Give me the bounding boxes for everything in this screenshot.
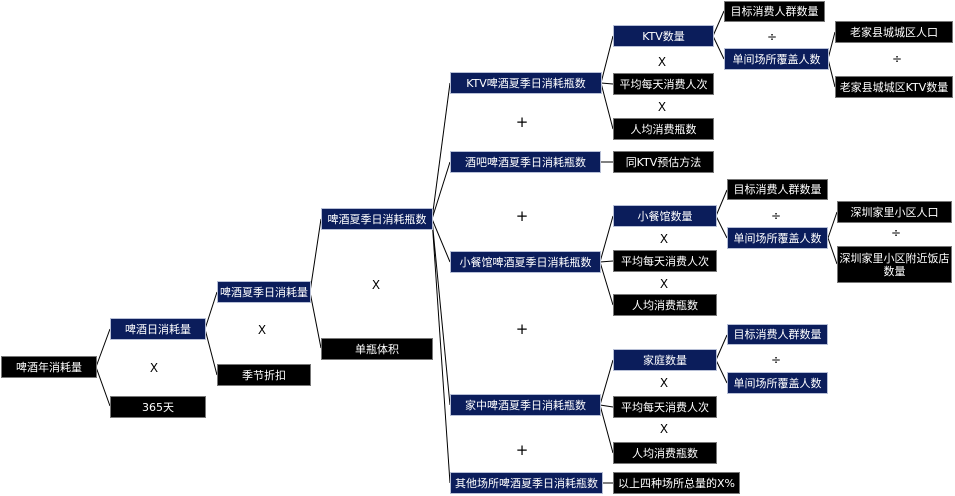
node-ktv-venue-coverage: 单间场所覆盖人数 [724,48,829,70]
node-restaurant-avg-bottles: 人均消费瓶数 [613,294,717,316]
op-times: X [659,277,669,291]
node-annual-consumption: 啤酒年消耗量 [1,356,97,378]
node-home-avg-bottles: 人均消费瓶数 [613,442,717,464]
node-restaurant-target-population: 目标消费人群数量 [727,179,828,200]
node-ktv-county-ktv-count: 老家县城城区KTV数量 [835,76,953,98]
op-times: X [257,323,267,337]
node-ktv-county-population: 老家县城城区人口 [835,21,953,43]
node-365-days: 365天 [110,396,206,418]
op-times: X [149,361,159,375]
node-daily-consumption: 啤酒日消耗量 [110,318,206,340]
node-home-venue-coverage: 单间场所覆盖人数 [727,372,828,394]
node-ktv-count: KTV数量 [613,25,714,47]
node-summer-daily-bottles: 啤酒夏季日消耗瓶数 [321,208,433,230]
node-other-bottles: 其他场所啤酒夏季日消耗瓶数 [450,472,603,494]
node-season-discount: 季节折扣 [217,364,311,386]
node-bar-bottles: 酒吧啤酒夏季日消耗瓶数 [450,151,601,173]
op-divide: ÷ [770,353,782,367]
node-restaurant-count: 小餐馆数量 [613,205,717,227]
op-divide: ÷ [766,30,778,44]
node-ktv-target-population: 目标消费人群数量 [724,1,825,22]
op-times: X [659,376,669,390]
node-home-count: 家庭数量 [613,349,717,371]
node-restaurant-community-population: 深圳家里小区人口 [837,201,952,223]
op-divide: ÷ [891,52,903,66]
op-plus: + [515,441,529,459]
node-other-share: 以上四种场所总量的X% [613,472,740,494]
node-home-avg-visits: 平均每天消费人次 [613,396,717,418]
node-bar-method: 同KTV预估方法 [613,151,714,173]
op-plus: + [515,207,529,225]
node-home-bottles: 家中啤酒夏季日消耗瓶数 [450,394,601,416]
op-times: X [657,100,667,114]
node-ktv-avg-visits: 平均每天消费人次 [613,73,714,95]
op-times: X [371,278,381,292]
node-restaurant-nearby-count: 深圳家里小区附近饭店数量 [837,246,952,283]
node-restaurant-avg-visits: 平均每天消费人次 [613,250,717,272]
op-times: X [657,55,667,69]
node-summer-daily-consumption: 啤酒夏季日消耗量 [217,281,311,303]
node-restaurant-venue-coverage: 单间场所覆盖人数 [727,227,828,249]
node-home-target-population: 目标消费人群数量 [727,324,828,345]
node-ktv-avg-bottles: 人均消费瓶数 [613,118,714,140]
op-divide: ÷ [770,209,782,223]
node-bottle-volume: 单瓶体积 [321,338,433,360]
op-divide: ÷ [890,226,902,240]
node-ktv-bottles: KTV啤酒夏季日消耗瓶数 [450,72,602,94]
op-plus: + [515,320,529,338]
op-times: X [659,232,669,246]
op-times: X [659,422,669,436]
node-restaurant-bottles: 小餐馆啤酒夏季日消耗瓶数 [450,251,601,273]
op-plus: + [515,113,529,131]
